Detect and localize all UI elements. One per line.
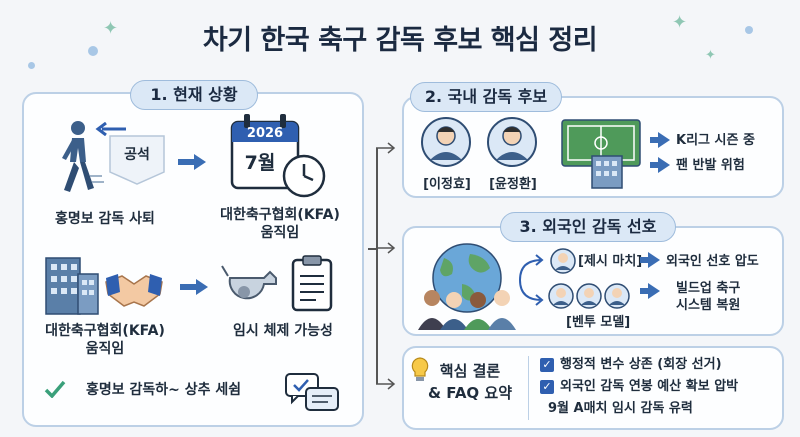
section3-heading: 3. 외국인 감독 선호 <box>500 212 676 242</box>
flow-arrow-icon <box>658 132 670 148</box>
flow-arrow-shaft <box>178 159 196 165</box>
candidate-avatar-icon <box>550 248 576 274</box>
arrow-left-icon <box>95 122 126 136</box>
conclusion-heading: 핵심 결론 & FAQ 요약 <box>427 362 512 402</box>
conclusion-item: 외국인 감독 연봉 예산 확보 압박 <box>560 379 739 394</box>
branch-arrows <box>519 254 544 306</box>
chat-bubbles-icon <box>285 373 339 411</box>
conclusion-item: 행정적 변수 상존 (회장 선거) <box>560 357 722 372</box>
resign-label: 홍명보 감독 사퇴 <box>55 211 155 227</box>
candidate-name: [윤정환] <box>489 177 537 192</box>
lightbulb-icon <box>411 357 429 381</box>
footer-label: 홍명보 감독하~ 상추 세쉼 <box>86 382 242 398</box>
check-icon: ✓ <box>540 358 554 372</box>
decor-dot <box>28 62 35 69</box>
page-title: 차기 한국 축구 감독 후보 핵심 정리 <box>202 25 598 56</box>
flow-arrow-shaft <box>650 137 660 143</box>
conclusion-item: 9월 A매치 임시 감독 유력 <box>548 401 693 416</box>
foreign-note: 외국인 선호 압도 <box>666 254 759 269</box>
section1-heading: 1. 현재 상황 <box>130 80 258 110</box>
domestic-note: K리그 시즌 중 <box>676 133 755 148</box>
interim-label: 임시 체제 가능성 <box>233 323 333 339</box>
connector-line <box>368 248 376 250</box>
kfa-move-label: 대한축구협회(KFA) 움직임 <box>220 207 340 241</box>
divider <box>528 356 529 420</box>
flow-arrow-shaft <box>180 284 198 290</box>
sparkle-icon: ✦ <box>705 48 716 63</box>
kfa-label-2: 대한축구협회(KFA) 움직임 <box>45 323 165 357</box>
sparkle-icon: ✦ <box>672 12 688 33</box>
sparkle-icon: ✦ <box>103 18 119 39</box>
conclusion-panel <box>402 346 784 430</box>
foreign-note: 빌드업 축구 시스템 복원 <box>676 281 741 313</box>
flow-arrow-icon <box>648 252 660 268</box>
stadium-icon <box>561 119 641 189</box>
flow-arrow-icon <box>658 157 670 173</box>
calendar-year: 2026 <box>246 126 284 141</box>
calendar-month: 7월 <box>244 152 276 174</box>
check-icon: ✓ <box>540 380 554 394</box>
candidate-avatar-icon <box>421 117 471 167</box>
walking-man-icon <box>62 121 104 192</box>
clipboard-icon <box>291 255 333 312</box>
flow-arrow-shaft <box>650 162 660 168</box>
handshake-icon <box>105 274 163 307</box>
vacant-badge-shape <box>109 135 165 185</box>
section2-heading: 2. 국내 감독 후보 <box>410 82 562 112</box>
candidate-avatar-icon <box>487 117 537 167</box>
flow-arrow-icon <box>648 283 660 299</box>
foreign-candidate-name: [벤투 모델] <box>566 315 631 330</box>
connector-line <box>376 148 378 384</box>
building-icon <box>45 257 99 315</box>
flow-arrow-icon <box>194 154 206 170</box>
calendar-clock-icon <box>230 114 326 198</box>
vacant-badge-label: 공석 <box>124 147 150 163</box>
flow-arrow-shaft <box>640 288 650 294</box>
candidate-name: [이정효] <box>423 177 471 192</box>
check-icon <box>44 380 66 398</box>
foreign-candidate-name: [제시 마치] <box>578 254 643 269</box>
globe-people-icon <box>418 243 516 330</box>
decor-dot <box>745 26 753 34</box>
decor-dot <box>88 46 98 56</box>
connector-arrows <box>376 142 396 390</box>
flow-arrow-shaft <box>640 257 650 263</box>
domestic-note: 팬 반발 위험 <box>676 158 745 173</box>
flow-arrow-icon <box>196 279 208 295</box>
whistle-icon <box>221 265 277 300</box>
coach-group-icon <box>548 283 630 309</box>
